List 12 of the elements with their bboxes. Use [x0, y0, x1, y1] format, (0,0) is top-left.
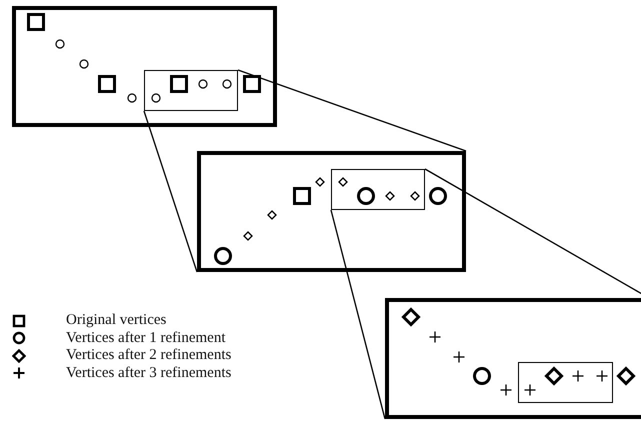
- zoom-panel: [385, 298, 641, 419]
- legend-label: Vertices after 2 refinements: [66, 347, 232, 364]
- zoom-region-box: [144, 70, 238, 111]
- connector-line: [238, 69, 466, 152]
- zoom-panel: [197, 151, 466, 272]
- legend-label: Vertices after 3 refinements: [66, 364, 232, 382]
- zoom-panel: [12, 6, 277, 127]
- connector-line: [330, 210, 386, 420]
- legend-label: Original vertices: [66, 312, 166, 330]
- legend-label: Vertices after 1 refinement: [66, 330, 226, 347]
- zoom-region-box: [331, 169, 425, 210]
- zoom-region-box: [518, 362, 613, 403]
